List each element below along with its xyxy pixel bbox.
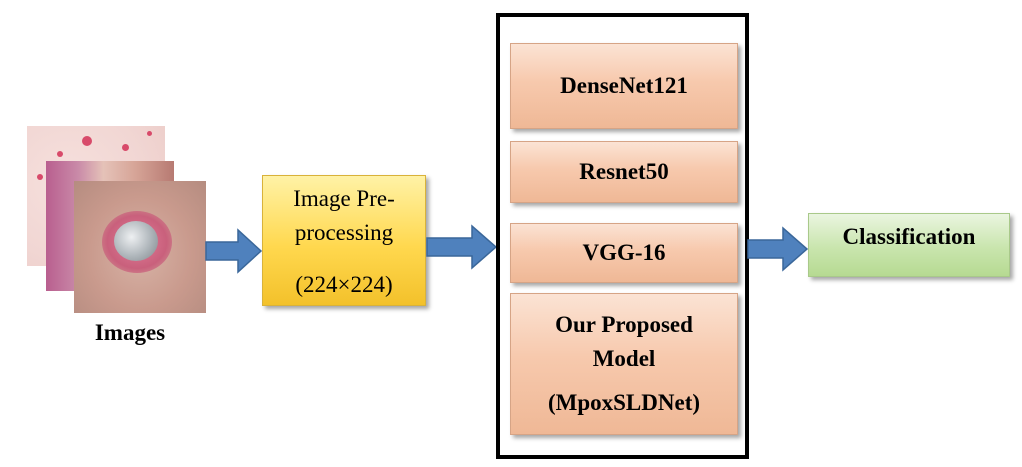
arrow-right-icon (205, 228, 263, 274)
model-proposed: Our Proposed Model (MpoxSLDNet) (510, 293, 738, 435)
model-resnet50-label: Resnet50 (579, 159, 669, 184)
model-vgg16-label: VGG-16 (582, 240, 666, 265)
preprocessing-size: (224×224) (295, 272, 393, 297)
arrow-right-icon (426, 224, 498, 270)
model-proposed-line-3: (MpoxSLDNet) (547, 390, 701, 415)
model-vgg16: VGG-16 (510, 223, 738, 283)
model-proposed-line-1: Our Proposed (555, 312, 693, 337)
model-densenet121: DenseNet121 (510, 43, 738, 129)
arrow-right-icon (747, 226, 809, 272)
model-proposed-line-2: Model (592, 346, 656, 371)
model-densenet121-label: DenseNet121 (560, 73, 688, 98)
classification-box: Classification (808, 213, 1010, 277)
model-resnet50: Resnet50 (510, 141, 738, 203)
preprocessing-line-1: Image Pre- (293, 186, 395, 211)
preprocessing-box: Image Pre- processing (224×224) (262, 175, 426, 306)
images-caption: Images (94, 320, 166, 345)
classification-label: Classification (842, 224, 976, 249)
preprocessing-line-2: processing (294, 220, 394, 245)
sample-image-3 (74, 181, 206, 313)
models-container: DenseNet121 Resnet50 VGG-16 Our Proposed… (496, 13, 749, 459)
